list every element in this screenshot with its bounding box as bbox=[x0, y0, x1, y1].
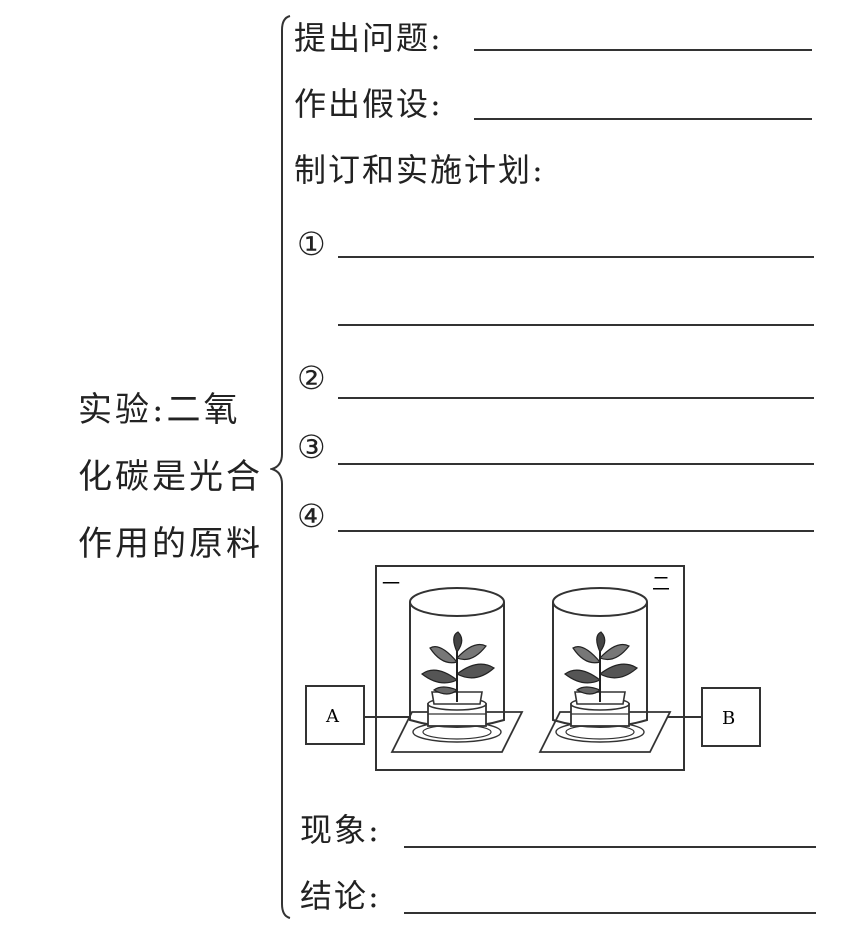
step-1-blank-b[interactable] bbox=[338, 324, 814, 326]
topic-line-2: 化碳是光合 bbox=[78, 457, 263, 497]
conclusion-blank[interactable] bbox=[404, 912, 816, 914]
section-phenomenon: 现象: bbox=[300, 811, 381, 849]
step-3-blank[interactable] bbox=[338, 463, 814, 465]
hypothesis-blank[interactable] bbox=[474, 118, 812, 120]
curly-brace bbox=[270, 15, 291, 919]
section-question: 提出问题: bbox=[294, 19, 443, 57]
section-conclusion: 结论: bbox=[300, 877, 381, 915]
box-b-label: B bbox=[722, 708, 735, 729]
step-4-marker: ④ bbox=[297, 497, 326, 535]
section-plan: 制订和实施计划: bbox=[294, 151, 545, 189]
question-blank[interactable] bbox=[474, 49, 812, 51]
section-hypothesis: 作出假设: bbox=[294, 85, 443, 123]
topic-line-1: 实验:二氧 bbox=[78, 390, 241, 430]
step-3-marker: ③ bbox=[297, 428, 326, 466]
phenomenon-blank[interactable] bbox=[404, 846, 816, 848]
step-1-blank-a[interactable] bbox=[338, 256, 814, 258]
bell-jar-2 bbox=[538, 587, 672, 753]
bell-jar-1 bbox=[390, 587, 524, 753]
jar-label-2: 二 bbox=[652, 574, 670, 595]
step-4-blank[interactable] bbox=[338, 530, 814, 532]
box-a-label: A bbox=[325, 706, 340, 727]
step-1-marker: ① bbox=[297, 225, 326, 263]
jar-label-1: 一 bbox=[382, 574, 400, 595]
experiment-figure: 一 二 A B bbox=[305, 565, 761, 771]
step-2-marker: ② bbox=[297, 359, 326, 397]
topic-line-3: 作用的原料 bbox=[78, 524, 263, 564]
step-2-blank[interactable] bbox=[338, 397, 814, 399]
